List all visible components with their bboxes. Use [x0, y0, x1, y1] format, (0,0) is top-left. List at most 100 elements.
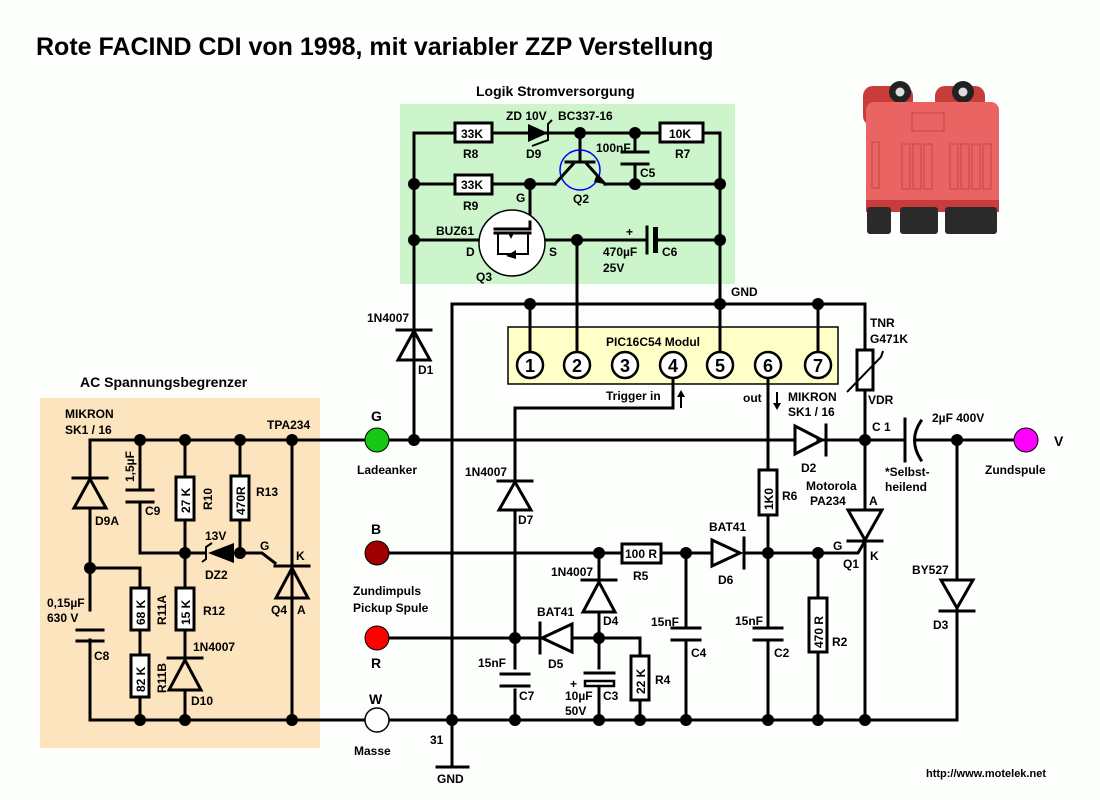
thyristor-q4-icon	[273, 564, 311, 600]
d7-ref: D7	[518, 513, 534, 527]
terminal-w-name: Masse	[354, 744, 391, 758]
c1-ref: C 1	[872, 420, 891, 434]
diode-d1-icon	[395, 327, 433, 362]
pic-pin-label: 1	[525, 356, 535, 376]
junction-dot	[680, 547, 692, 559]
c6-ref: C6	[662, 245, 678, 259]
q1-value1: Motorola	[806, 479, 857, 493]
c3-plus: +	[570, 677, 577, 691]
pic-pin-1	[515, 350, 545, 380]
q4-k: K	[296, 549, 305, 563]
junction-dot	[84, 562, 96, 574]
junction-dot	[286, 714, 298, 726]
pic-pin-4	[658, 350, 688, 380]
r7-value: 10K	[669, 127, 691, 141]
junction-dot	[574, 127, 586, 139]
c6-voltage: 25V	[603, 261, 624, 275]
junction-dots	[84, 127, 963, 726]
r12-value: 15 K	[179, 599, 193, 625]
d1-ref: D1	[418, 363, 434, 377]
resistor-r4	[629, 654, 651, 702]
junction-dot	[286, 434, 298, 446]
terminal-b[interactable]	[364, 540, 390, 566]
r4-ref: R4	[655, 673, 671, 687]
d6-value: BAT41	[709, 520, 746, 534]
terminal-w[interactable]	[364, 707, 390, 733]
q1-g: G	[833, 539, 842, 553]
pic-pin-label: 6	[763, 356, 773, 376]
pic-pin-label: 5	[715, 356, 725, 376]
diode-d5-icon	[538, 621, 574, 655]
arrow-up-icon	[677, 390, 685, 397]
c3-ref: C3	[603, 689, 619, 703]
junction-dot	[509, 714, 521, 726]
c9-ref: C9	[145, 504, 161, 518]
capacitor-c1-icon	[913, 418, 924, 463]
r5-value: 100 R	[625, 547, 657, 561]
c8-value: 0,15µF	[47, 596, 85, 610]
terminal-r-letter: R	[371, 655, 381, 671]
resistor-r11b	[129, 653, 151, 699]
c6-plus: +	[626, 225, 633, 239]
junction-dot	[234, 547, 246, 559]
q3-ref: Q3	[476, 270, 492, 284]
cdi-unit-photo	[863, 81, 999, 234]
d9a-ref: D9A	[95, 514, 119, 528]
r13-ref: R13	[256, 485, 278, 499]
resistor-r12	[174, 586, 196, 632]
junction-dot	[524, 178, 536, 190]
diode-d10-icon	[166, 656, 204, 692]
diode-d6-icon	[710, 537, 744, 569]
junction-dot	[629, 127, 641, 139]
r9-value: 33K	[461, 178, 483, 192]
junction-dot	[812, 547, 824, 559]
r6-value: 1K0	[762, 488, 776, 510]
dz2-value: 13V	[205, 529, 226, 543]
resistor-r9	[453, 173, 494, 196]
pic-pin-5	[705, 350, 735, 380]
junction-dot	[408, 434, 420, 446]
terminal-g[interactable]	[364, 427, 390, 453]
junction-dot	[812, 298, 824, 310]
q4-a: A	[297, 603, 306, 617]
c1-note1: *Selbst-	[885, 465, 930, 479]
junction-dot	[179, 434, 191, 446]
r7-ref: R7	[675, 147, 691, 161]
junction-dot	[634, 714, 646, 726]
c3-value: 10µF	[565, 689, 593, 703]
junction-dot	[408, 234, 420, 246]
c8-voltage: 630 V	[47, 611, 78, 625]
q3-value: BUZ61	[436, 224, 474, 238]
junction-dot	[446, 714, 458, 726]
d9-value: ZD 10V	[506, 109, 547, 123]
r8-ref: R8	[463, 147, 479, 161]
q4-g: G	[260, 539, 269, 553]
q4-ref: Q4	[271, 603, 287, 617]
junction-dot	[714, 178, 726, 190]
ac-section-title: AC Spannungsbegrenzer	[80, 374, 248, 390]
d9-ref: D9	[526, 147, 542, 161]
junction-dot	[762, 714, 774, 726]
footer-url-link[interactable]: http://www.motelek.net	[926, 768, 1046, 780]
r12-ref: R12	[203, 604, 225, 618]
diode-d2-icon	[793, 423, 826, 457]
q1-ref: Q1	[843, 557, 859, 571]
terminal-v[interactable]	[1013, 427, 1039, 453]
r11a-ref: R11A	[155, 595, 169, 625]
diode-d3-icon	[938, 578, 976, 612]
junction-dot	[134, 714, 146, 726]
q1-k: K	[870, 549, 879, 563]
page-title: Rote FACIND CDI von 1998, mit variabler …	[36, 33, 714, 61]
pic-pin-7	[803, 350, 833, 380]
terminal-r[interactable]	[364, 625, 390, 651]
c6-value: 470µF	[603, 245, 637, 259]
r10-ref: R10	[201, 488, 215, 510]
junction-dot	[714, 234, 726, 246]
d7-value: 1N4007	[465, 465, 507, 479]
r4-value: 22 K	[634, 668, 648, 694]
junction-dot	[951, 434, 963, 446]
junction-dot	[629, 178, 641, 190]
pic-module-title: PIC16C54 Modul	[606, 335, 700, 349]
